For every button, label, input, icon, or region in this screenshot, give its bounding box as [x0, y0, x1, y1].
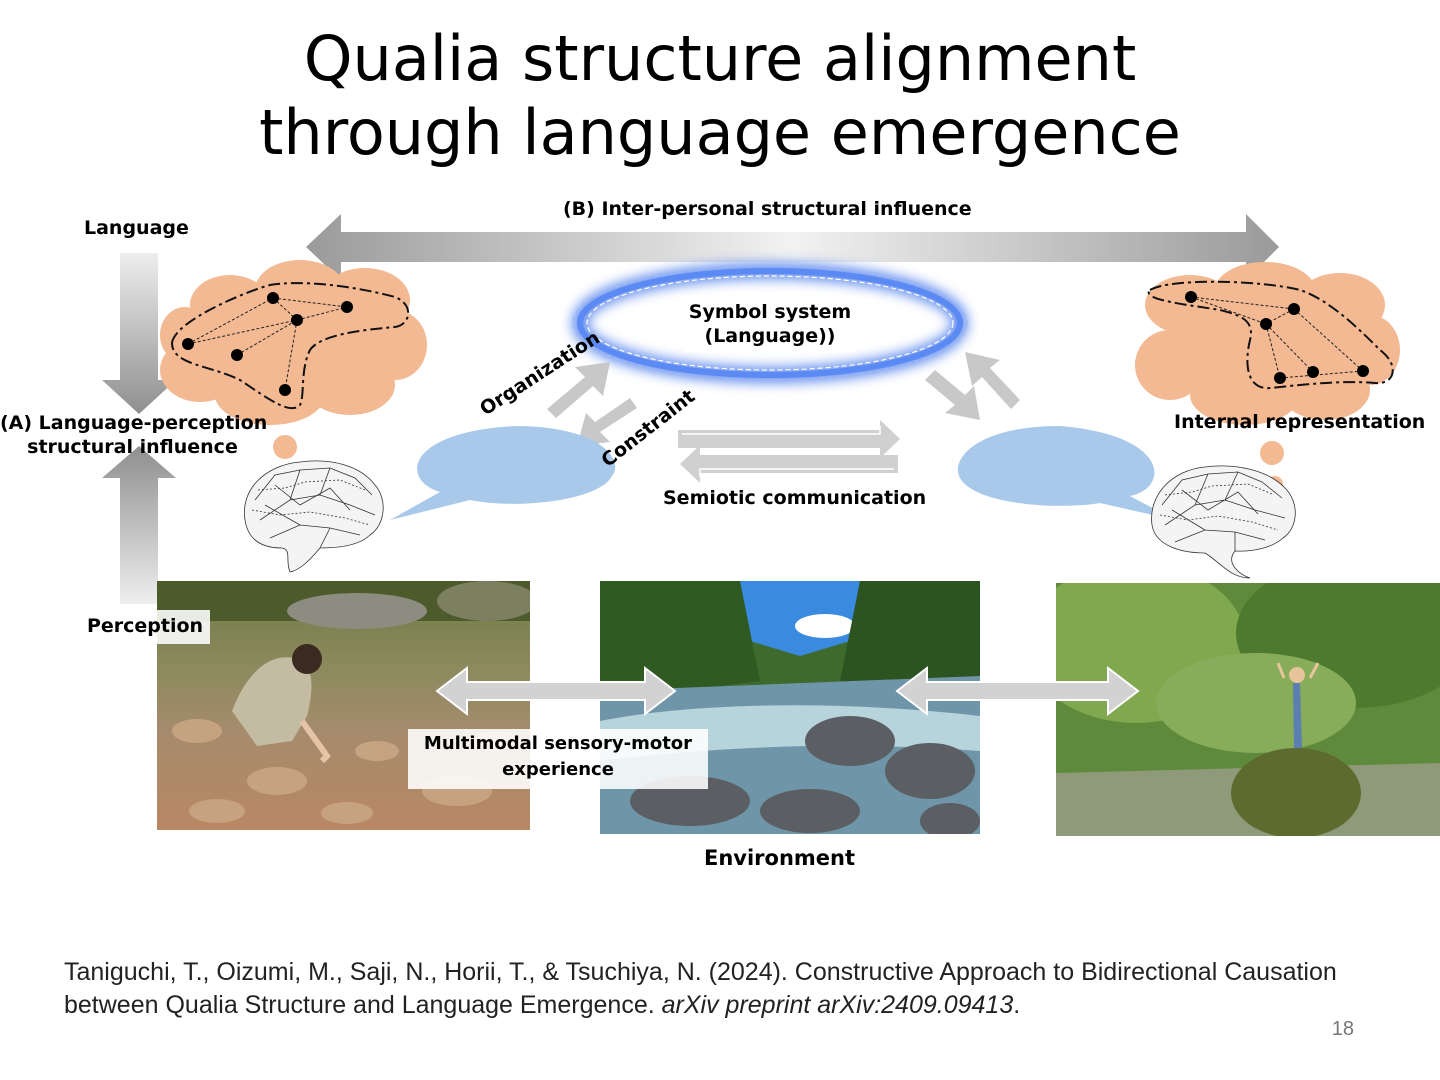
citation: Taniguchi, T., Oizumi, M., Saji, N., Hor… — [64, 956, 1404, 1022]
left-qualia-structure — [170, 282, 410, 410]
citation-journal: arXiv preprint arXiv:2409.09413 — [661, 991, 1014, 1019]
left-brain-icon — [243, 460, 384, 573]
slide-title: Qualia structure alignment through langu… — [0, 22, 1440, 170]
right-brain-icon — [1151, 465, 1296, 579]
multimodal-line-1: Multimodal sensory-motor — [423, 733, 693, 754]
multimodal-experience-label: Multimodal sensory-motor experience — [408, 729, 708, 789]
symbol-system-label: Symbol system (Language)) — [670, 300, 870, 348]
semiotic-arrows — [678, 420, 900, 483]
a-label-line-1: (A) Language-perception — [0, 412, 268, 434]
a-label-line-2: structural influence — [27, 436, 238, 458]
inter-personal-arrow — [306, 214, 1279, 280]
right-thought-cloud — [1135, 262, 1400, 510]
perception-up-arrow — [102, 446, 176, 604]
citation-end: . — [1013, 991, 1021, 1019]
left-thought-cloud — [160, 260, 427, 505]
left-speech-bubble — [390, 426, 616, 520]
photo-woman-river — [157, 581, 530, 830]
photo-mountain-stream — [600, 581, 980, 834]
symbol-system-ring — [572, 263, 968, 383]
title-line-2: through language emergence — [259, 96, 1181, 169]
title-line-1: Qualia structure alignment — [303, 22, 1137, 95]
symbol-system-line-2: (Language)) — [704, 325, 836, 347]
semiotic-communication-label: Semiotic communication — [663, 487, 927, 509]
language-down-arrow — [102, 253, 176, 414]
environment-label: Environment — [704, 846, 856, 870]
perception-text: Perception — [86, 615, 204, 637]
citation-text: Taniguchi, T., Oizumi, M., Saji, N., Hor… — [64, 958, 1337, 1019]
language-perception-influence-label: (A) Language-perception structural influ… — [0, 411, 268, 459]
right-speech-bubble — [957, 426, 1175, 520]
language-label: Language — [84, 217, 189, 239]
right-qualia-structure — [1147, 280, 1394, 390]
photo-girl-on-rock — [1056, 583, 1440, 836]
inter-personal-influence-label: (B) Inter-personal structural influence — [563, 198, 972, 220]
perception-label: Perception — [80, 610, 210, 644]
page-number: 18 — [1331, 1018, 1354, 1040]
internal-representation-label: Internal representation — [1174, 411, 1426, 433]
multimodal-line-2: experience — [502, 759, 614, 780]
right-organization-arrows — [925, 352, 1020, 420]
symbol-system-line-1: Symbol system — [688, 301, 852, 323]
left-organization-arrows — [547, 362, 637, 446]
